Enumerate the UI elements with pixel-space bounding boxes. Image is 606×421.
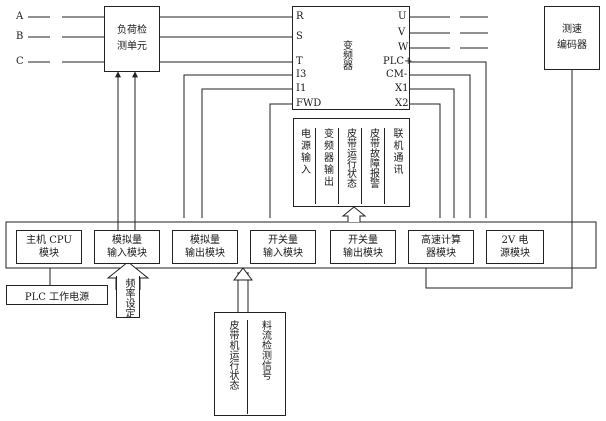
bottom-signal-belt-status: 皮带机运行状态 [218, 320, 248, 414]
freq-setting-box [116, 276, 140, 318]
load-detector-line1: 负荷检 [117, 25, 147, 36]
vfd-terminal-fwd: FWD [296, 98, 322, 109]
module-ao-line2: 输出模块 [185, 248, 225, 259]
vfd-terminal-x2: X2 [395, 98, 409, 109]
vfd-terminal-u: U [398, 11, 407, 22]
module-hsc-line2: 器模块 [426, 248, 456, 259]
signal-comm: 联机通讯 [391, 128, 402, 176]
vfd-terminal-x1: X1 [395, 83, 409, 94]
vfd-terminal-i3: I3 [296, 69, 307, 80]
bottom-arrowhead [233, 267, 253, 281]
plc-power-supply: PLC 工作电源 [6, 285, 108, 305]
module-ai-line2: 输入模块 [107, 248, 147, 259]
bottom-signal-box [214, 312, 286, 416]
signal-belt-fault: 皮带故障报警 [362, 128, 385, 204]
module-cpu-line2: 模块 [39, 248, 59, 259]
plc-module-switch-output: 开关量 输出模块 [330, 230, 396, 264]
wire-i3 [183, 74, 292, 218]
vfd-terminal-w: W [398, 42, 409, 53]
module-hsc-line1: 高速计算 [421, 235, 461, 246]
module-cpu-line1: 主机 CPU [26, 235, 72, 246]
plc-power-label: PLC 工作电源 [24, 291, 90, 303]
signal-arrow [341, 206, 367, 222]
wire-x1 [410, 88, 455, 218]
load-detector-line2: 测单元 [117, 41, 147, 52]
plc-module-high-speed-counter: 高速计算 器模块 [408, 230, 474, 264]
frequency-converter [292, 6, 410, 110]
plc-module-power: 2V 电 源模块 [486, 230, 544, 264]
plc-rack [5, 221, 597, 269]
vfd-terminal-i1: I1 [296, 83, 307, 94]
plc-module-cpu: 主机 CPU 模块 [16, 230, 82, 264]
load-detection-unit: 负荷检 测单元 [104, 6, 160, 72]
plc-module-analog-output: 模拟量 输出模块 [172, 230, 238, 264]
wire-i1 [201, 88, 292, 218]
module-psu-line1: 2V 电 [501, 235, 529, 246]
module-di-line2: 输入模块 [263, 248, 303, 259]
wire-fwd [269, 103, 292, 218]
module-do-line2: 输出模块 [343, 248, 383, 259]
module-di-line1: 开关量 [268, 235, 298, 246]
signal-columns-box [293, 118, 410, 207]
vfd-name: 变频器 [340, 40, 352, 70]
wire-plc-plus [410, 61, 487, 218]
vfd-terminal-t: T [296, 56, 303, 67]
vfd-terminal-plc-plus: PLC+ [383, 56, 413, 67]
vfd-terminal-cm: CM- [386, 69, 408, 80]
plc-module-analog-input: 模拟量 输入模块 [94, 230, 160, 264]
vfd-terminal-v: V [398, 27, 406, 38]
vfd-terminal-r: R [296, 11, 304, 22]
input-label-b: B [16, 31, 24, 42]
signal-vfd-output: 变频器输出 [316, 128, 339, 204]
bottom-signal-material-flow: 料流检测信号 [259, 320, 271, 380]
wire-x2 [410, 103, 441, 218]
module-ai-line1: 模拟量 [112, 235, 142, 246]
speed-encoder: 测速 编码器 [544, 6, 600, 70]
wire-cm [410, 74, 471, 218]
encoder-line1: 测速 [562, 24, 582, 35]
module-psu-line2: 源模块 [500, 248, 530, 259]
module-do-line1: 开关量 [348, 235, 378, 246]
freq-setting-label: 频率设定 [123, 278, 134, 318]
input-label-a: A [16, 11, 24, 22]
signal-belt-running: 皮带运行状态 [339, 128, 362, 204]
input-label-c: C [16, 56, 24, 67]
signal-power-input: 电源输入 [293, 128, 316, 204]
encoder-line2: 编码器 [557, 40, 587, 51]
plc-module-switch-input: 开关量 输入模块 [250, 230, 316, 264]
module-ao-line1: 模拟量 [190, 235, 220, 246]
wire-encoder [425, 70, 573, 289]
vfd-terminal-s: S [296, 31, 303, 42]
